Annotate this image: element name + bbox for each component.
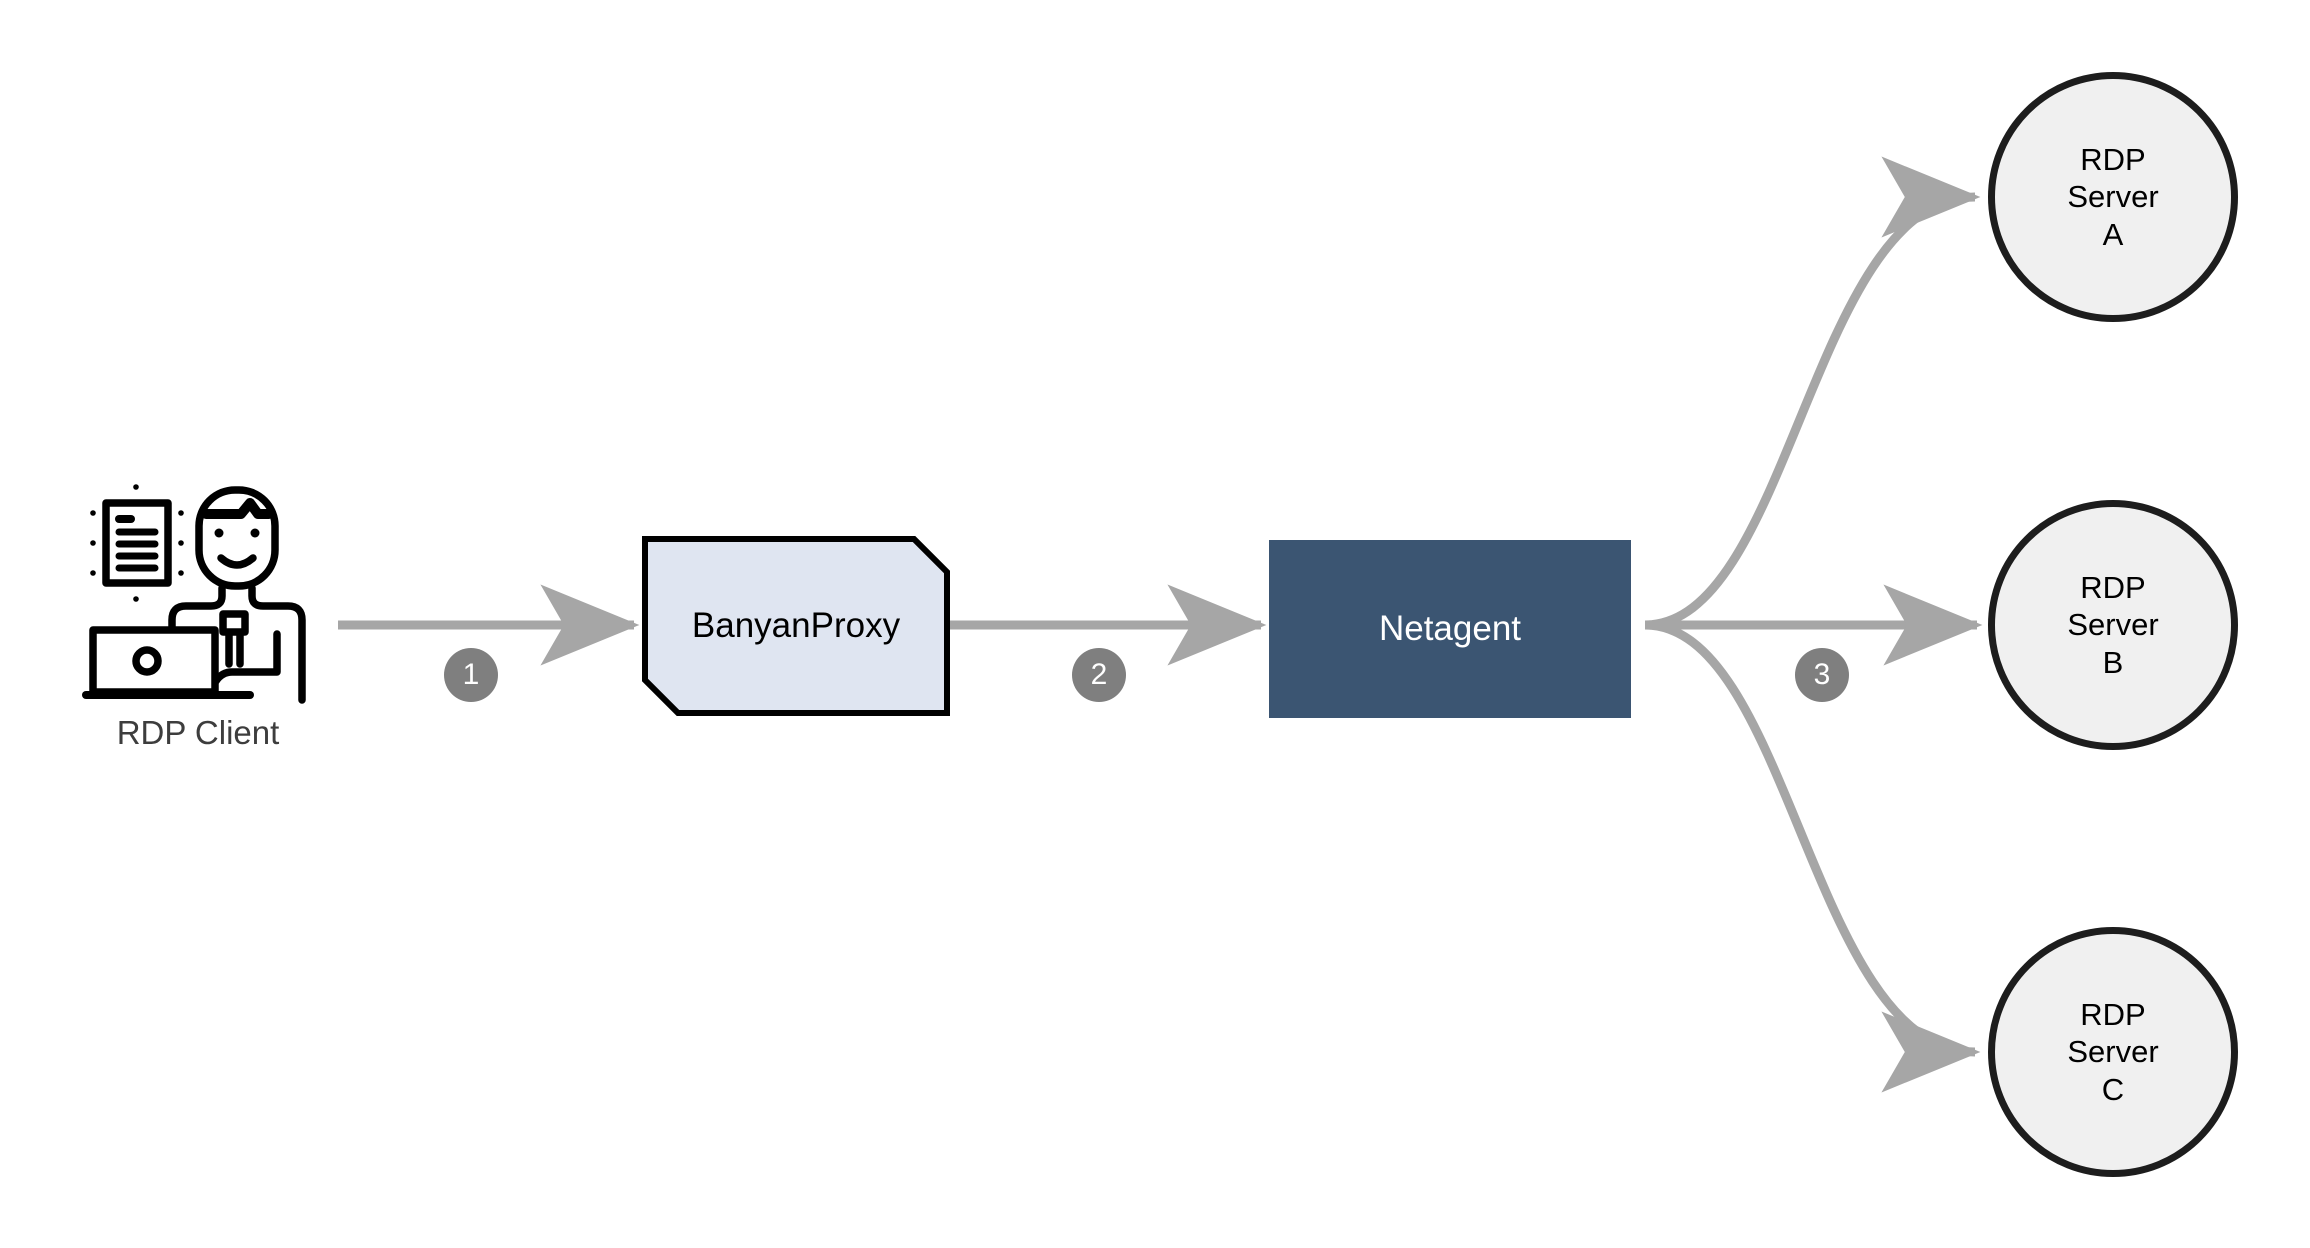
edge-netagent-to-server-a	[1644, 156, 1981, 630]
server-b-line-3: B	[2102, 644, 2124, 680]
node-rdp-server-a[interactable]: RDP Server A	[1988, 72, 2238, 322]
server-a-line-1: RDP	[2080, 141, 2146, 177]
node-rdp-server-b[interactable]: RDP Server B	[1988, 500, 2238, 750]
server-a-line-2: Server	[2067, 179, 2159, 215]
netagent-label: Netagent	[1378, 609, 1522, 648]
rdp-client-label: RDP Client	[116, 714, 280, 751]
person-at-computer-icon	[82, 484, 306, 704]
step-badge-3: 3	[1795, 648, 1849, 702]
server-a-line-3: A	[2102, 216, 2124, 252]
node-banyanproxy[interactable]: BanyanProxy	[642, 536, 950, 716]
server-b-line-1: RDP	[2080, 569, 2146, 605]
step-badge-1: 1	[444, 648, 498, 702]
server-c-line-2: Server	[2067, 1034, 2159, 1070]
step-badge-2: 2	[1072, 648, 1126, 702]
node-netagent[interactable]: Netagent	[1269, 540, 1631, 718]
server-c-line-3: C	[2101, 1071, 2125, 1107]
node-rdp-client[interactable]: RDP Client	[78, 482, 328, 792]
server-c-line-1: RDP	[2080, 996, 2146, 1032]
banyanproxy-shape	[642, 536, 950, 716]
banyanproxy-label: BanyanProxy	[691, 606, 901, 645]
server-b-line-2: Server	[2067, 607, 2159, 643]
node-rdp-server-c[interactable]: RDP Server C	[1988, 927, 2238, 1177]
edge-netagent-to-server-c	[1644, 620, 1981, 1093]
